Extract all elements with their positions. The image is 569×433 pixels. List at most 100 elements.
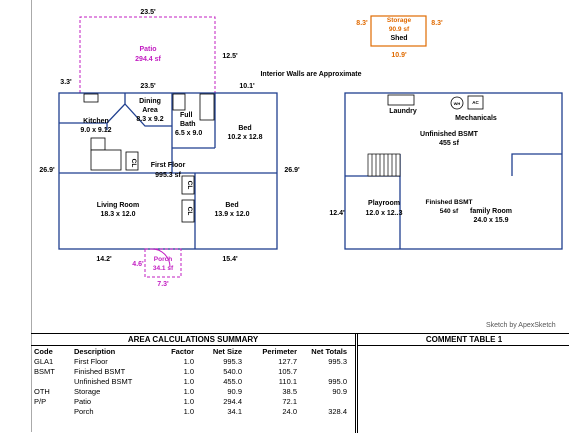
porch-label: Porch bbox=[154, 256, 172, 263]
mechanicals-label: Mechanicals bbox=[455, 115, 497, 122]
bottom-tables: AREA CALCULATIONS SUMMARY Code Descripti… bbox=[31, 333, 569, 433]
first-floor-label: First Floor bbox=[151, 162, 186, 169]
cell-net-total: 328.4 bbox=[328, 406, 347, 416]
dim-patio-right: 12.5' bbox=[222, 53, 238, 60]
cell-factor: 1.0 bbox=[183, 376, 194, 386]
dim-bottom-right: 15.4' bbox=[222, 256, 238, 263]
summary-grid: Code Description Factor Net Size Perimet… bbox=[31, 346, 347, 416]
cell-code: OTH bbox=[34, 386, 50, 396]
page-margin-line bbox=[31, 0, 32, 432]
shed-label: Shed bbox=[390, 35, 407, 42]
col-perimeter: Perimeter bbox=[262, 346, 297, 356]
cell-perimeter: 110.1 bbox=[278, 376, 297, 386]
comment-title: COMMENT TABLE 1 bbox=[358, 334, 569, 346]
col-net-size: Net Size bbox=[212, 346, 242, 356]
col-code: Code bbox=[34, 346, 53, 356]
cell-description: Patio bbox=[74, 396, 92, 406]
cell-factor: 1.0 bbox=[183, 406, 194, 416]
floor-plan: 23.5' 12.5' 3.3' Patio 294.4 sf Storage … bbox=[39, 9, 563, 288]
bath-label: Full bbox=[180, 112, 192, 119]
cell-net-size: 294.4 bbox=[223, 396, 242, 406]
cell-description: Finished BSMT bbox=[74, 366, 126, 376]
water-heater-label: WH bbox=[454, 101, 461, 106]
cell-factor: 1.0 bbox=[183, 366, 194, 376]
storage-shed bbox=[370, 15, 427, 47]
dim-bottom-left: 14.2' bbox=[96, 256, 112, 263]
cell-net-size: 34.1 bbox=[227, 406, 242, 416]
cell-net-size: 540.0 bbox=[223, 366, 242, 376]
cell-description: Storage bbox=[74, 386, 101, 396]
family-room-size: 24.0 x 15.9 bbox=[473, 217, 508, 224]
dining-label: Dining bbox=[139, 98, 161, 105]
col-description: Description bbox=[74, 346, 116, 356]
finished-label: Finished BSMT bbox=[426, 199, 473, 206]
dining-size: 8.3 x 9.2 bbox=[136, 116, 163, 123]
bed2-size: 13.9 x 12.0 bbox=[214, 211, 249, 218]
dim-porch-bottom: 7.3' bbox=[157, 281, 169, 288]
cell-code bbox=[31, 406, 74, 416]
cell-net-size: 995.3 bbox=[223, 356, 242, 366]
cell-net-size: 90.9 bbox=[227, 386, 242, 396]
summary-title: AREA CALCULATIONS SUMMARY bbox=[31, 334, 355, 346]
laundry-label: Laundry bbox=[389, 108, 417, 115]
family-room-label: family Room bbox=[470, 208, 512, 215]
ac-unit-icon bbox=[467, 95, 484, 110]
cell-code: GLA1 bbox=[34, 356, 54, 366]
patio-area bbox=[79, 16, 216, 93]
bed1-label: Bed bbox=[238, 125, 251, 132]
dim-storage-right: 8.3' bbox=[431, 20, 443, 27]
dim-right-side: 26.9' bbox=[284, 167, 300, 174]
interior-walls-note: Interior Walls are Approximate bbox=[260, 71, 361, 78]
cell-factor: 1.0 bbox=[183, 396, 194, 406]
cell-net-total bbox=[297, 396, 347, 406]
cell-net-total: 995.0 bbox=[328, 376, 347, 386]
dim-storage-bottom: 10.9' bbox=[391, 52, 407, 59]
dining-label-2: Area bbox=[142, 107, 158, 114]
unfinished-area: 455 sf bbox=[439, 140, 460, 147]
storage-label: Storage bbox=[387, 17, 412, 24]
playroom-label: Playroom bbox=[368, 200, 400, 207]
cell-perimeter: 38.5 bbox=[282, 386, 297, 396]
storage-area-label: 90.9 sf bbox=[389, 26, 410, 33]
closet-label-bed: CL bbox=[186, 207, 193, 216]
sketch-credit: Sketch by ApexSketch bbox=[486, 322, 556, 329]
kitchen-size: 9.0 x 9.12 bbox=[80, 127, 111, 134]
comment-table: COMMENT TABLE 1 bbox=[357, 334, 569, 433]
cell-perimeter: 105.7 bbox=[278, 366, 297, 376]
kitchen-label: Kitchen bbox=[83, 118, 109, 125]
kitchen-fixtures bbox=[83, 93, 215, 223]
cell-factor: 1.0 bbox=[183, 356, 194, 366]
summary-header-row: Code Description Factor Net Size Perimet… bbox=[31, 346, 347, 356]
cell-net-total: 90.9 bbox=[332, 386, 347, 396]
dim-left-side: 26.9' bbox=[39, 167, 55, 174]
cell-net-size: 455.0 bbox=[223, 376, 242, 386]
bath-label-2: Bath bbox=[180, 121, 196, 128]
water-heater-icon bbox=[450, 96, 464, 110]
cell-description: Porch bbox=[74, 406, 94, 416]
cell-perimeter: 127.7 bbox=[278, 356, 297, 366]
living-size: 18.3 x 12.0 bbox=[100, 211, 135, 218]
porch-area-label: 34.1 sf bbox=[153, 265, 174, 272]
table-row: OTH Storage 1.0 90.9 38.5 90.9 bbox=[31, 386, 347, 396]
patio-label: Patio bbox=[139, 46, 156, 53]
table-row: Unfinished BSMT 1.0 455.0 110.1 995.0 bbox=[31, 376, 347, 386]
closet-label-kitchen: CL bbox=[130, 159, 137, 168]
cell-perimeter: 24.0 bbox=[282, 406, 297, 416]
front-door-swing bbox=[151, 248, 171, 268]
col-factor: Factor bbox=[171, 346, 194, 356]
laundry-sink bbox=[387, 94, 415, 106]
bed1-size: 10.2 x 12.8 bbox=[227, 134, 262, 141]
table-row: GLA1 First Floor 1.0 995.3 127.7 995.3 bbox=[31, 356, 347, 366]
finished-area: 540 sf bbox=[440, 208, 459, 215]
area-summary-table: AREA CALCULATIONS SUMMARY Code Descripti… bbox=[31, 334, 356, 433]
living-label: Living Room bbox=[97, 202, 139, 209]
porch-area bbox=[144, 248, 182, 278]
cell-net-total: 995.3 bbox=[328, 356, 347, 366]
col-net-totals: Net Totals bbox=[311, 346, 347, 356]
dim-storage-left: 8.3' bbox=[356, 20, 368, 27]
cell-code: P/P bbox=[34, 396, 47, 406]
patio-area-label: 294.4 sf bbox=[135, 56, 161, 63]
table-row: P/P Patio 1.0 294.4 72.1 bbox=[31, 396, 347, 406]
table-row: BSMT Finished BSMT 1.0 540.0 105.7 bbox=[31, 366, 347, 376]
first-floor-walls bbox=[58, 92, 278, 250]
